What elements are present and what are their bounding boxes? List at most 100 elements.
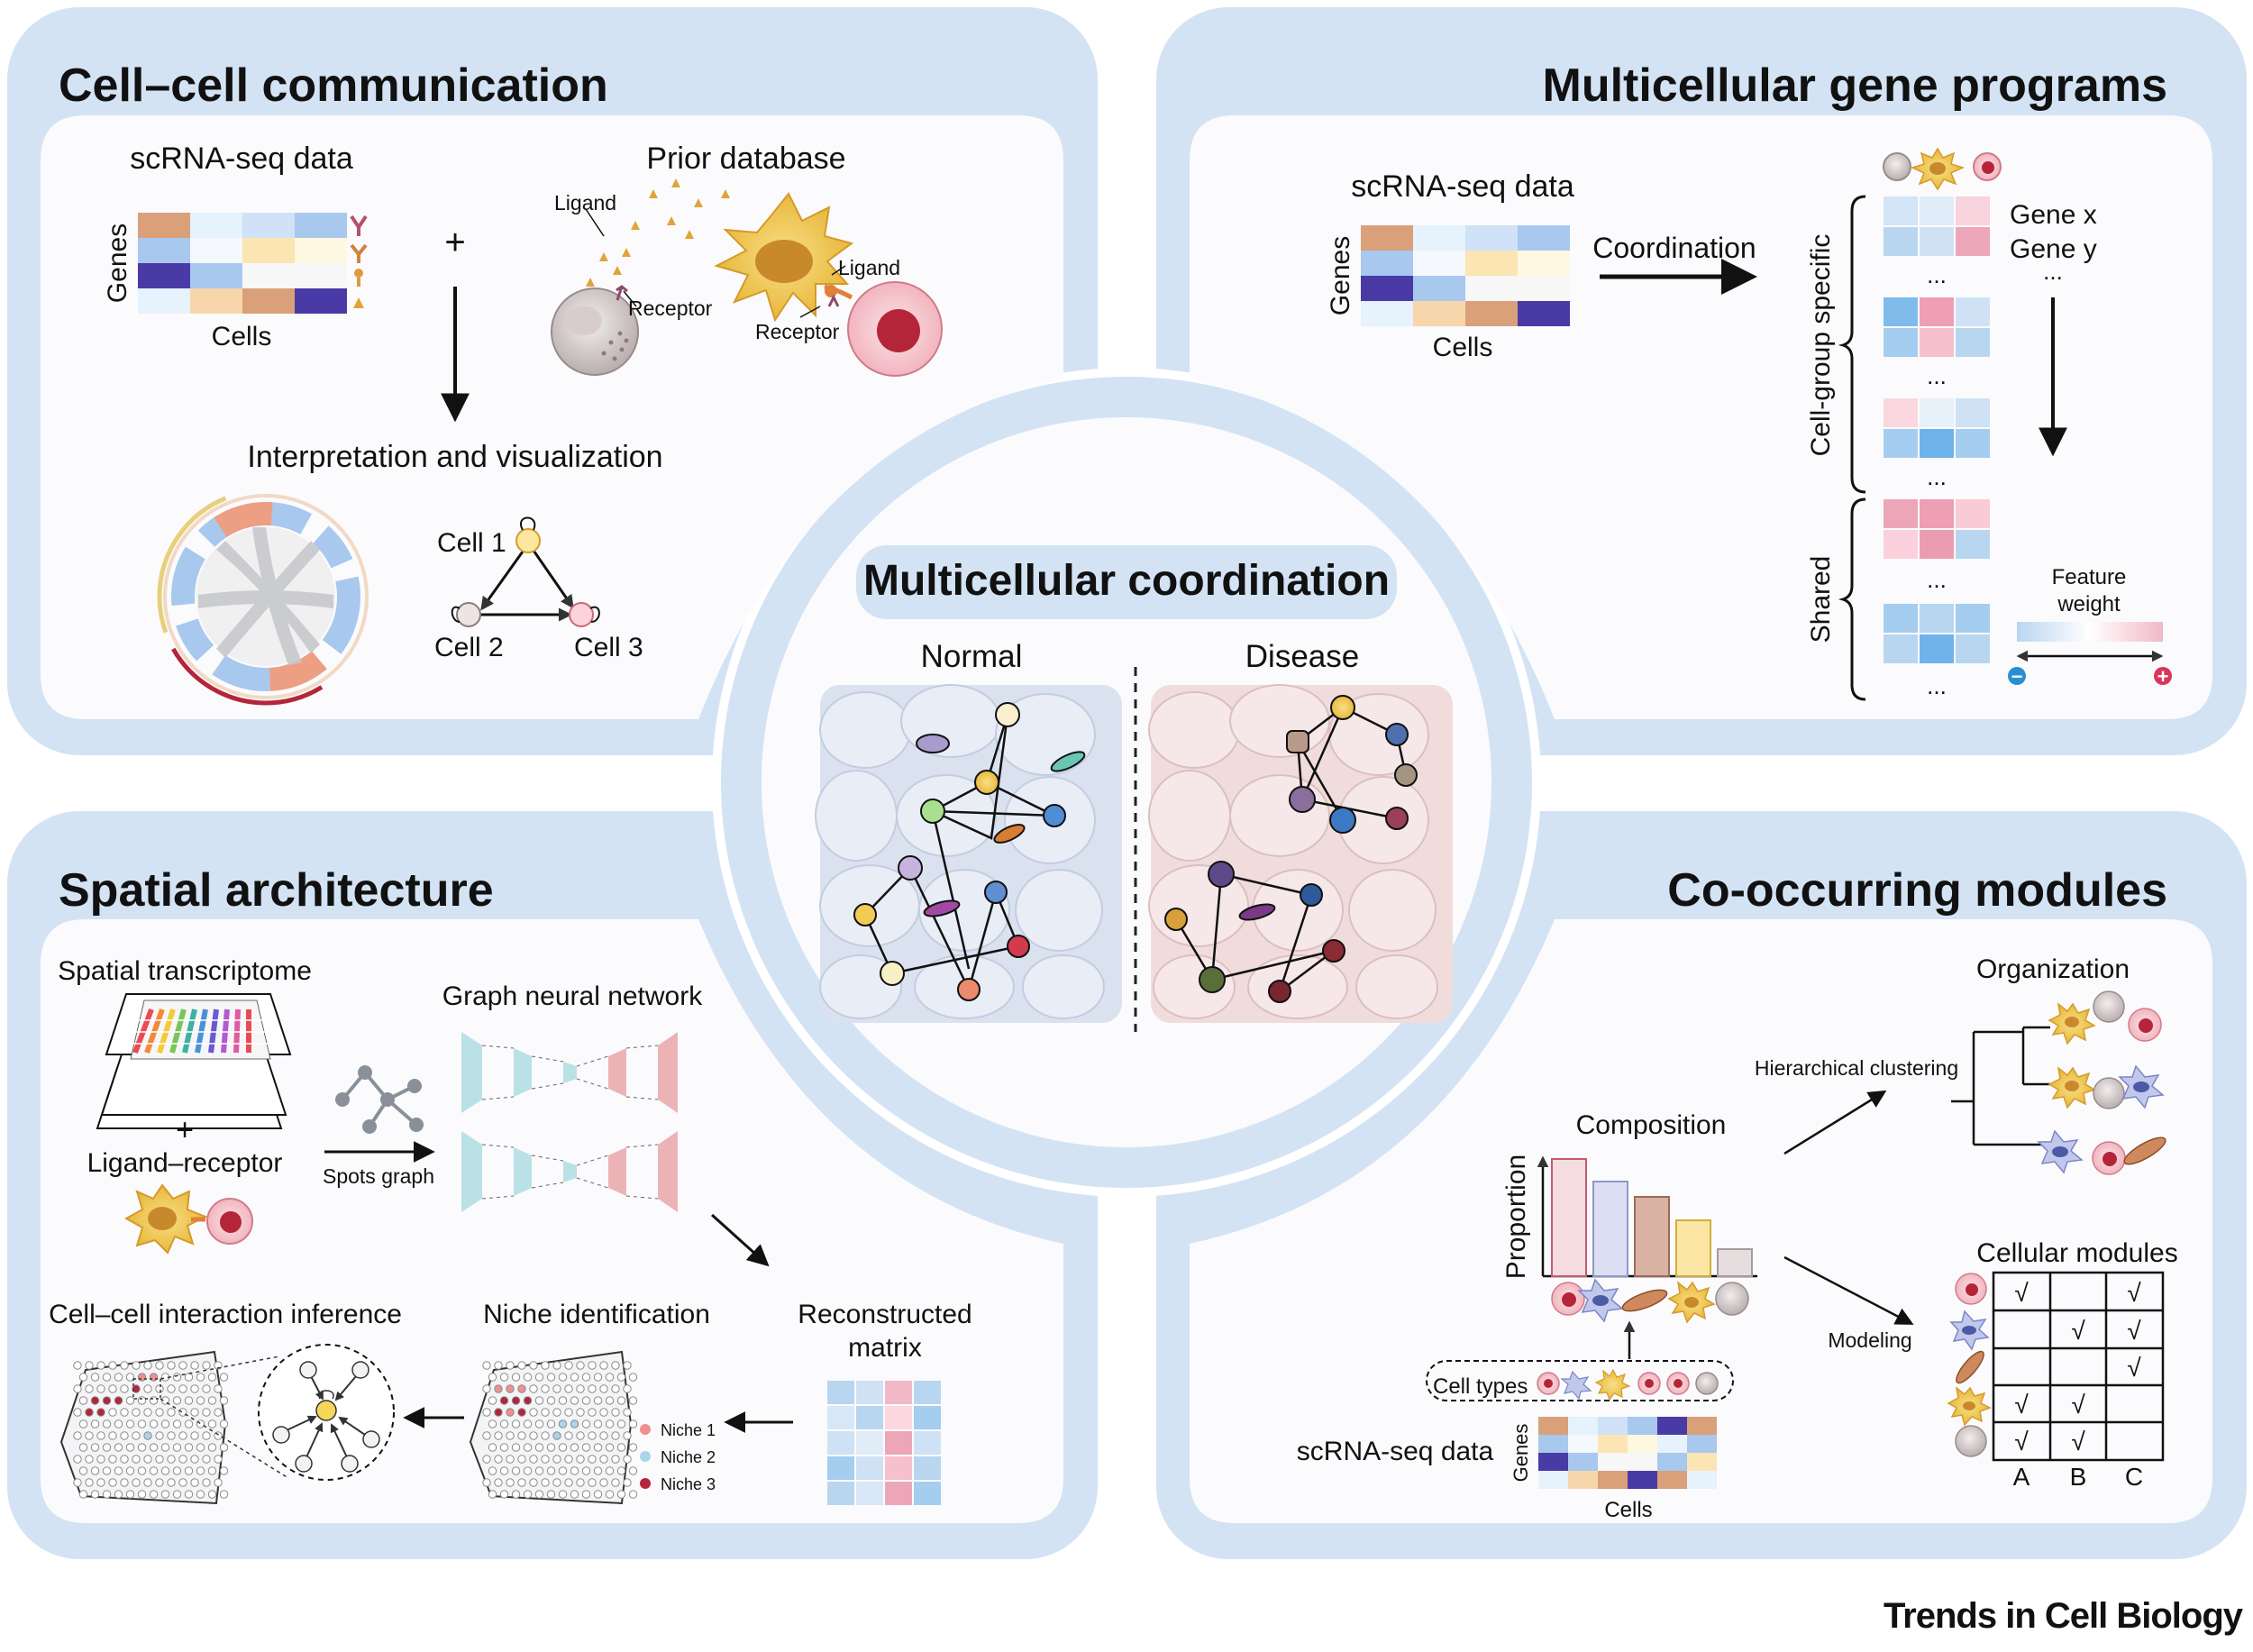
spot: [149, 1490, 159, 1499]
spot: [523, 1396, 533, 1405]
ccc-cell1-label: Cell 1: [437, 528, 506, 558]
spot: [611, 1431, 620, 1440]
mgp-cells-label: Cells: [1433, 333, 1493, 362]
spot: [511, 1443, 521, 1452]
spot: [149, 1443, 159, 1452]
reconstructed-matrix: [827, 1381, 941, 1505]
spot: [85, 1478, 94, 1487]
spot: [137, 1490, 147, 1499]
check-r4-b: √: [2071, 1391, 2085, 1419]
spot: [125, 1419, 135, 1428]
spot: [149, 1396, 159, 1405]
spot: [172, 1396, 182, 1405]
spot: [108, 1384, 117, 1393]
spatial-title: Spatial architecture: [59, 864, 494, 917]
spot: [588, 1384, 597, 1393]
com-modules-checks: √ √ √ √ √ √ √ √ √: [2014, 1279, 2141, 1456]
spot: [172, 1373, 182, 1382]
ccc-cell2-label: Cell 2: [434, 633, 504, 662]
normal-label: Normal: [921, 639, 1023, 674]
spot: [143, 1408, 152, 1417]
com-col-c: C: [2125, 1463, 2143, 1491]
com-cell-types-pill: [1426, 1360, 1734, 1401]
spot: [488, 1373, 497, 1382]
spot: [616, 1373, 626, 1382]
spot: [149, 1373, 159, 1382]
ccc-genes-label: Genes: [103, 224, 132, 303]
spot: [541, 1408, 550, 1417]
spot: [506, 1361, 515, 1370]
spatial-stack: [96, 993, 292, 1129]
check-r5-a: √: [2014, 1428, 2029, 1456]
spot: [605, 1419, 615, 1428]
check-r1-a: √: [2014, 1279, 2029, 1307]
spot: [207, 1443, 217, 1452]
com-cellular-modules-label: Cellular modules: [1976, 1238, 2177, 1268]
spot: [499, 1396, 509, 1405]
spot: [78, 1466, 88, 1475]
spot: [552, 1384, 561, 1393]
spot: [529, 1478, 538, 1487]
spot: [219, 1396, 229, 1405]
cci-tissue: [59, 1344, 395, 1505]
spot: [143, 1431, 152, 1440]
spot: [125, 1490, 135, 1499]
spot: [541, 1361, 550, 1370]
spot: [517, 1384, 526, 1393]
spot: [132, 1408, 141, 1417]
spot: [172, 1443, 182, 1452]
mgp-genes-label: Genes: [1326, 236, 1355, 315]
spot: [132, 1478, 141, 1487]
spot: [552, 1478, 561, 1487]
spot: [202, 1431, 211, 1440]
spot: [488, 1466, 497, 1475]
spot: [102, 1466, 112, 1475]
spot: [576, 1455, 585, 1464]
spot: [517, 1408, 526, 1417]
spot: [523, 1419, 533, 1428]
spot: [108, 1478, 117, 1487]
spot: [611, 1408, 620, 1417]
spot: [96, 1361, 105, 1370]
spot: [529, 1431, 538, 1440]
spot: [517, 1455, 526, 1464]
spot: [137, 1443, 147, 1452]
mgp-ellipsis-2: ...: [1927, 362, 1947, 389]
spot: [155, 1384, 164, 1393]
niche2-label: Niche 2: [661, 1448, 716, 1466]
spot: [155, 1408, 164, 1417]
spatial-lr-cells: [123, 1183, 253, 1255]
spot: [588, 1455, 597, 1464]
spot: [623, 1361, 632, 1370]
spot: [623, 1455, 632, 1464]
ccc-prior-db-label: Prior database: [646, 141, 845, 176]
spot: [558, 1396, 568, 1405]
ccc-cell3-label: Cell 3: [574, 633, 643, 662]
spot: [616, 1419, 626, 1428]
com-section: Co-occurring modules Organization Hierar…: [1297, 864, 2178, 1522]
spot: [599, 1478, 608, 1487]
spot: [499, 1490, 509, 1499]
center-title-pill: [856, 545, 1397, 619]
spot: [172, 1466, 182, 1475]
spot: [570, 1396, 579, 1405]
spot: [125, 1373, 135, 1382]
spot: [167, 1455, 176, 1464]
spot: [207, 1466, 217, 1475]
center-title: Multicellular coordination: [863, 557, 1390, 605]
com-genes-label: Genes: [1510, 1424, 1532, 1483]
spot: [85, 1408, 94, 1417]
spot: [506, 1478, 515, 1487]
spot: [172, 1490, 182, 1499]
spot: [616, 1466, 626, 1475]
spot: [108, 1455, 117, 1464]
mgp-scrna-label: scRNA-seq data: [1351, 169, 1574, 204]
normal-tissue: [815, 684, 1122, 1023]
spot: [167, 1431, 176, 1440]
com-to-clustering-arrow: [1783, 1090, 1887, 1155]
spot: [511, 1373, 521, 1382]
spot: [167, 1384, 176, 1393]
spot: [96, 1478, 105, 1487]
spot: [125, 1396, 135, 1405]
spot: [120, 1431, 129, 1440]
